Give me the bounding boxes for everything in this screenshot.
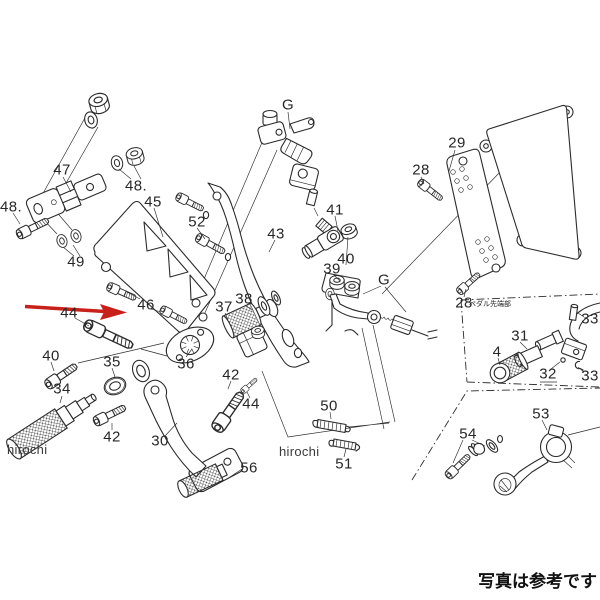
part-label-33: 33 <box>581 367 599 385</box>
bolt-28-bottom <box>454 270 483 297</box>
washers-49 <box>54 227 84 250</box>
inset-pedal-tip-title: ペダル先端部 <box>469 300 511 308</box>
part-label-34: 34 <box>53 380 71 398</box>
part-label-54: 54 <box>459 425 477 443</box>
switch-bracket <box>321 272 382 332</box>
part-label-44: 44 <box>242 395 260 413</box>
part-label-G: G <box>281 96 295 114</box>
part-label-47: 47 <box>53 161 71 179</box>
bolt-28-top <box>415 177 445 204</box>
rod-end-41 <box>301 226 344 259</box>
part-label-49: 49 <box>67 253 85 271</box>
part-label-42: 42 <box>103 428 121 446</box>
inset-bracket-detail <box>411 387 600 496</box>
part-label-40: 40 <box>42 347 60 365</box>
part-label-44: 44 <box>60 304 78 322</box>
clevis-47 <box>25 180 82 224</box>
part-label-35: 35 <box>103 353 121 371</box>
part-label-33: 33 <box>581 310 599 328</box>
part-label-36: 36 <box>177 355 195 373</box>
part-label-43: 43 <box>267 225 285 243</box>
part-label-39: 39 <box>323 260 341 278</box>
washer-ring <box>270 290 282 306</box>
watermark: hirochi <box>7 442 48 457</box>
bolt-52-b <box>193 231 228 257</box>
bolt-42-left <box>91 402 128 428</box>
part-label-40: 40 <box>337 250 355 268</box>
brake-switch <box>379 315 438 340</box>
part-label-G: G <box>377 271 391 289</box>
leader-lines <box>12 111 585 478</box>
part-label-28: 28 <box>455 294 473 312</box>
photo-reference-note: 写真は参考です <box>478 572 597 592</box>
bolt-44-left <box>81 317 136 353</box>
bolt-52-a <box>173 191 206 214</box>
nut-35 <box>103 376 127 396</box>
part-label-37: 37 <box>215 298 233 316</box>
part-label-4: 4 <box>492 343 502 361</box>
part-label-30: 30 <box>151 432 169 450</box>
part-label-48: 48. <box>0 198 23 216</box>
master-cylinder-assembly <box>257 109 333 235</box>
part-label-32: 32 <box>539 365 557 383</box>
part-label-46: 46 <box>137 296 155 314</box>
part-label-29: 29 <box>448 134 466 152</box>
part-label-45: 45 <box>144 193 162 211</box>
nut-washer-48-upper <box>82 90 146 173</box>
part-label-42: 42 <box>222 366 240 384</box>
part-label-38: 38 <box>235 290 253 308</box>
part-label-50: 50 <box>320 397 338 415</box>
spring-51 <box>328 438 361 452</box>
red-arrow <box>24 304 127 320</box>
washer-38 <box>257 296 271 316</box>
bearing-washer <box>131 359 151 383</box>
watermark: hirochi <box>279 444 320 459</box>
toe-peg-56 <box>177 463 228 498</box>
part-label-53: 53 <box>532 405 550 423</box>
footpeg-34 <box>6 393 97 460</box>
bracket-tongue <box>73 173 107 201</box>
inset-pedal-tip <box>460 293 600 388</box>
part-label-48: 48. <box>124 177 148 195</box>
spring-50 <box>312 418 351 434</box>
mounting-panel <box>479 104 582 260</box>
part-label-56: 56 <box>240 459 258 477</box>
part-label-31: 31 <box>511 327 529 345</box>
plate-29 <box>446 148 506 279</box>
part-label-28: 28 <box>412 161 430 179</box>
bolt-44-center <box>239 376 259 395</box>
part-label-51: 51 <box>335 455 353 473</box>
part-label-52: 52 <box>188 213 206 231</box>
plate-45 <box>93 200 216 334</box>
carrier-36 <box>165 326 215 364</box>
part-label-41: 41 <box>326 201 344 219</box>
